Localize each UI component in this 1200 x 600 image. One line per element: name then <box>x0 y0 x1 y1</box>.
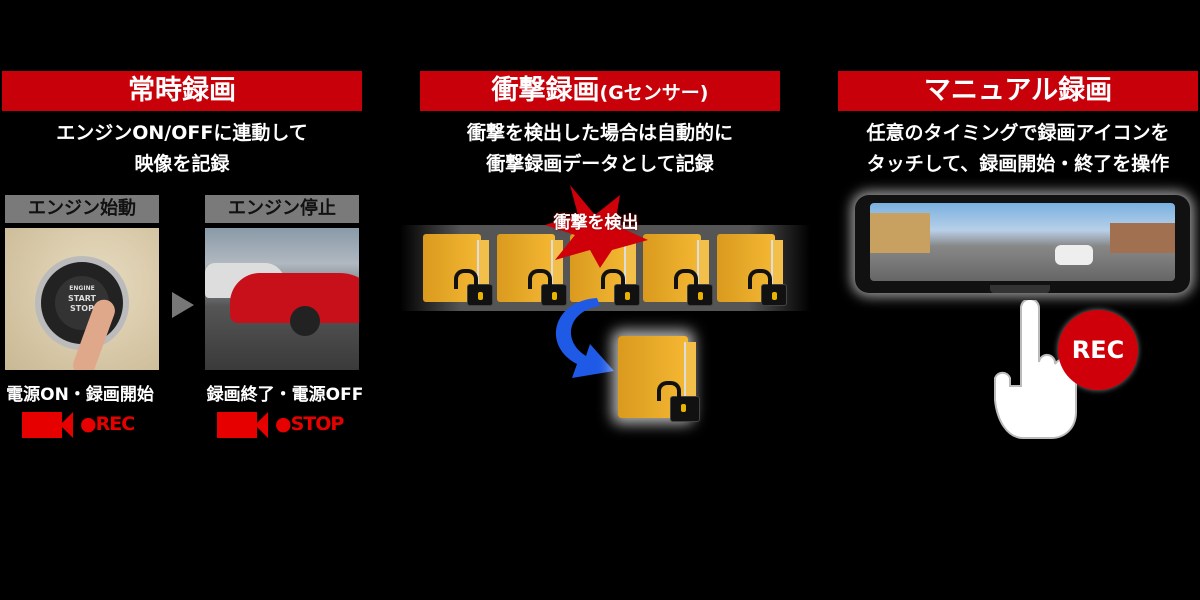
engine-start-label: エンジン始動 <box>5 195 159 223</box>
parking-lot-photo <box>205 228 359 370</box>
video-camera-icon <box>22 412 73 438</box>
mirror-dashcam <box>855 195 1190 293</box>
unlocked-lock-icon <box>674 269 713 306</box>
header-impact-recording: 衝撃録画(Gセンサー) <box>420 71 780 111</box>
rec-indicator: ●REC <box>80 413 135 435</box>
desc-line: タッチして、録画開始・終了を操作 <box>866 153 1170 175</box>
arrow-right-icon <box>172 292 194 318</box>
start-caption: 電源ON・録画開始 <box>6 385 154 405</box>
unlocked-lock-icon <box>528 269 567 306</box>
unlocked-lock-icon <box>454 269 493 306</box>
unlocked-lock-icon <box>748 269 787 306</box>
mirror-screen <box>870 203 1175 281</box>
locked-lock-icon <box>657 381 700 422</box>
engine-stop-label: エンジン停止 <box>205 195 359 223</box>
unlocked-lock-icon <box>601 269 640 306</box>
desc-line: 任意のタイミングで録画アイコンを <box>866 122 1170 144</box>
desc-line: 映像を記録 <box>134 153 230 175</box>
impact-detected-label: 衝撃を検出 <box>553 213 639 233</box>
header-manual-recording: マニュアル録画 <box>838 71 1198 111</box>
folder-icon <box>643 234 713 306</box>
manual-description: 任意のタイミングで録画アイコンを タッチして、録画開始・終了を操作 <box>818 118 1200 180</box>
folder-icon <box>497 234 567 306</box>
protected-folder-icon <box>618 336 700 422</box>
folder-icon <box>717 234 787 306</box>
folder-icon <box>423 234 493 306</box>
video-camera-icon <box>217 412 268 438</box>
desc-line: 衝撃を検出した場合は自動的に <box>466 122 733 144</box>
rec-button[interactable]: REC <box>1058 310 1138 390</box>
stop-indicator: ●STOP <box>275 413 344 435</box>
desc-line: エンジンON/OFFに連動して <box>56 122 308 144</box>
stop-caption: 録画終了・電源OFF <box>206 385 364 405</box>
desc-line: 衝撃録画データとして記録 <box>486 153 714 175</box>
continuous-description: エンジンON/OFFに連動して 映像を記録 <box>0 118 382 180</box>
blue-curved-arrow-icon <box>555 298 614 378</box>
header-continuous-recording: 常時録画 <box>2 71 362 111</box>
impact-burst-icon <box>545 185 648 268</box>
impact-description: 衝撃を検出した場合は自動的に 衝撃録画データとして記録 <box>400 118 800 180</box>
